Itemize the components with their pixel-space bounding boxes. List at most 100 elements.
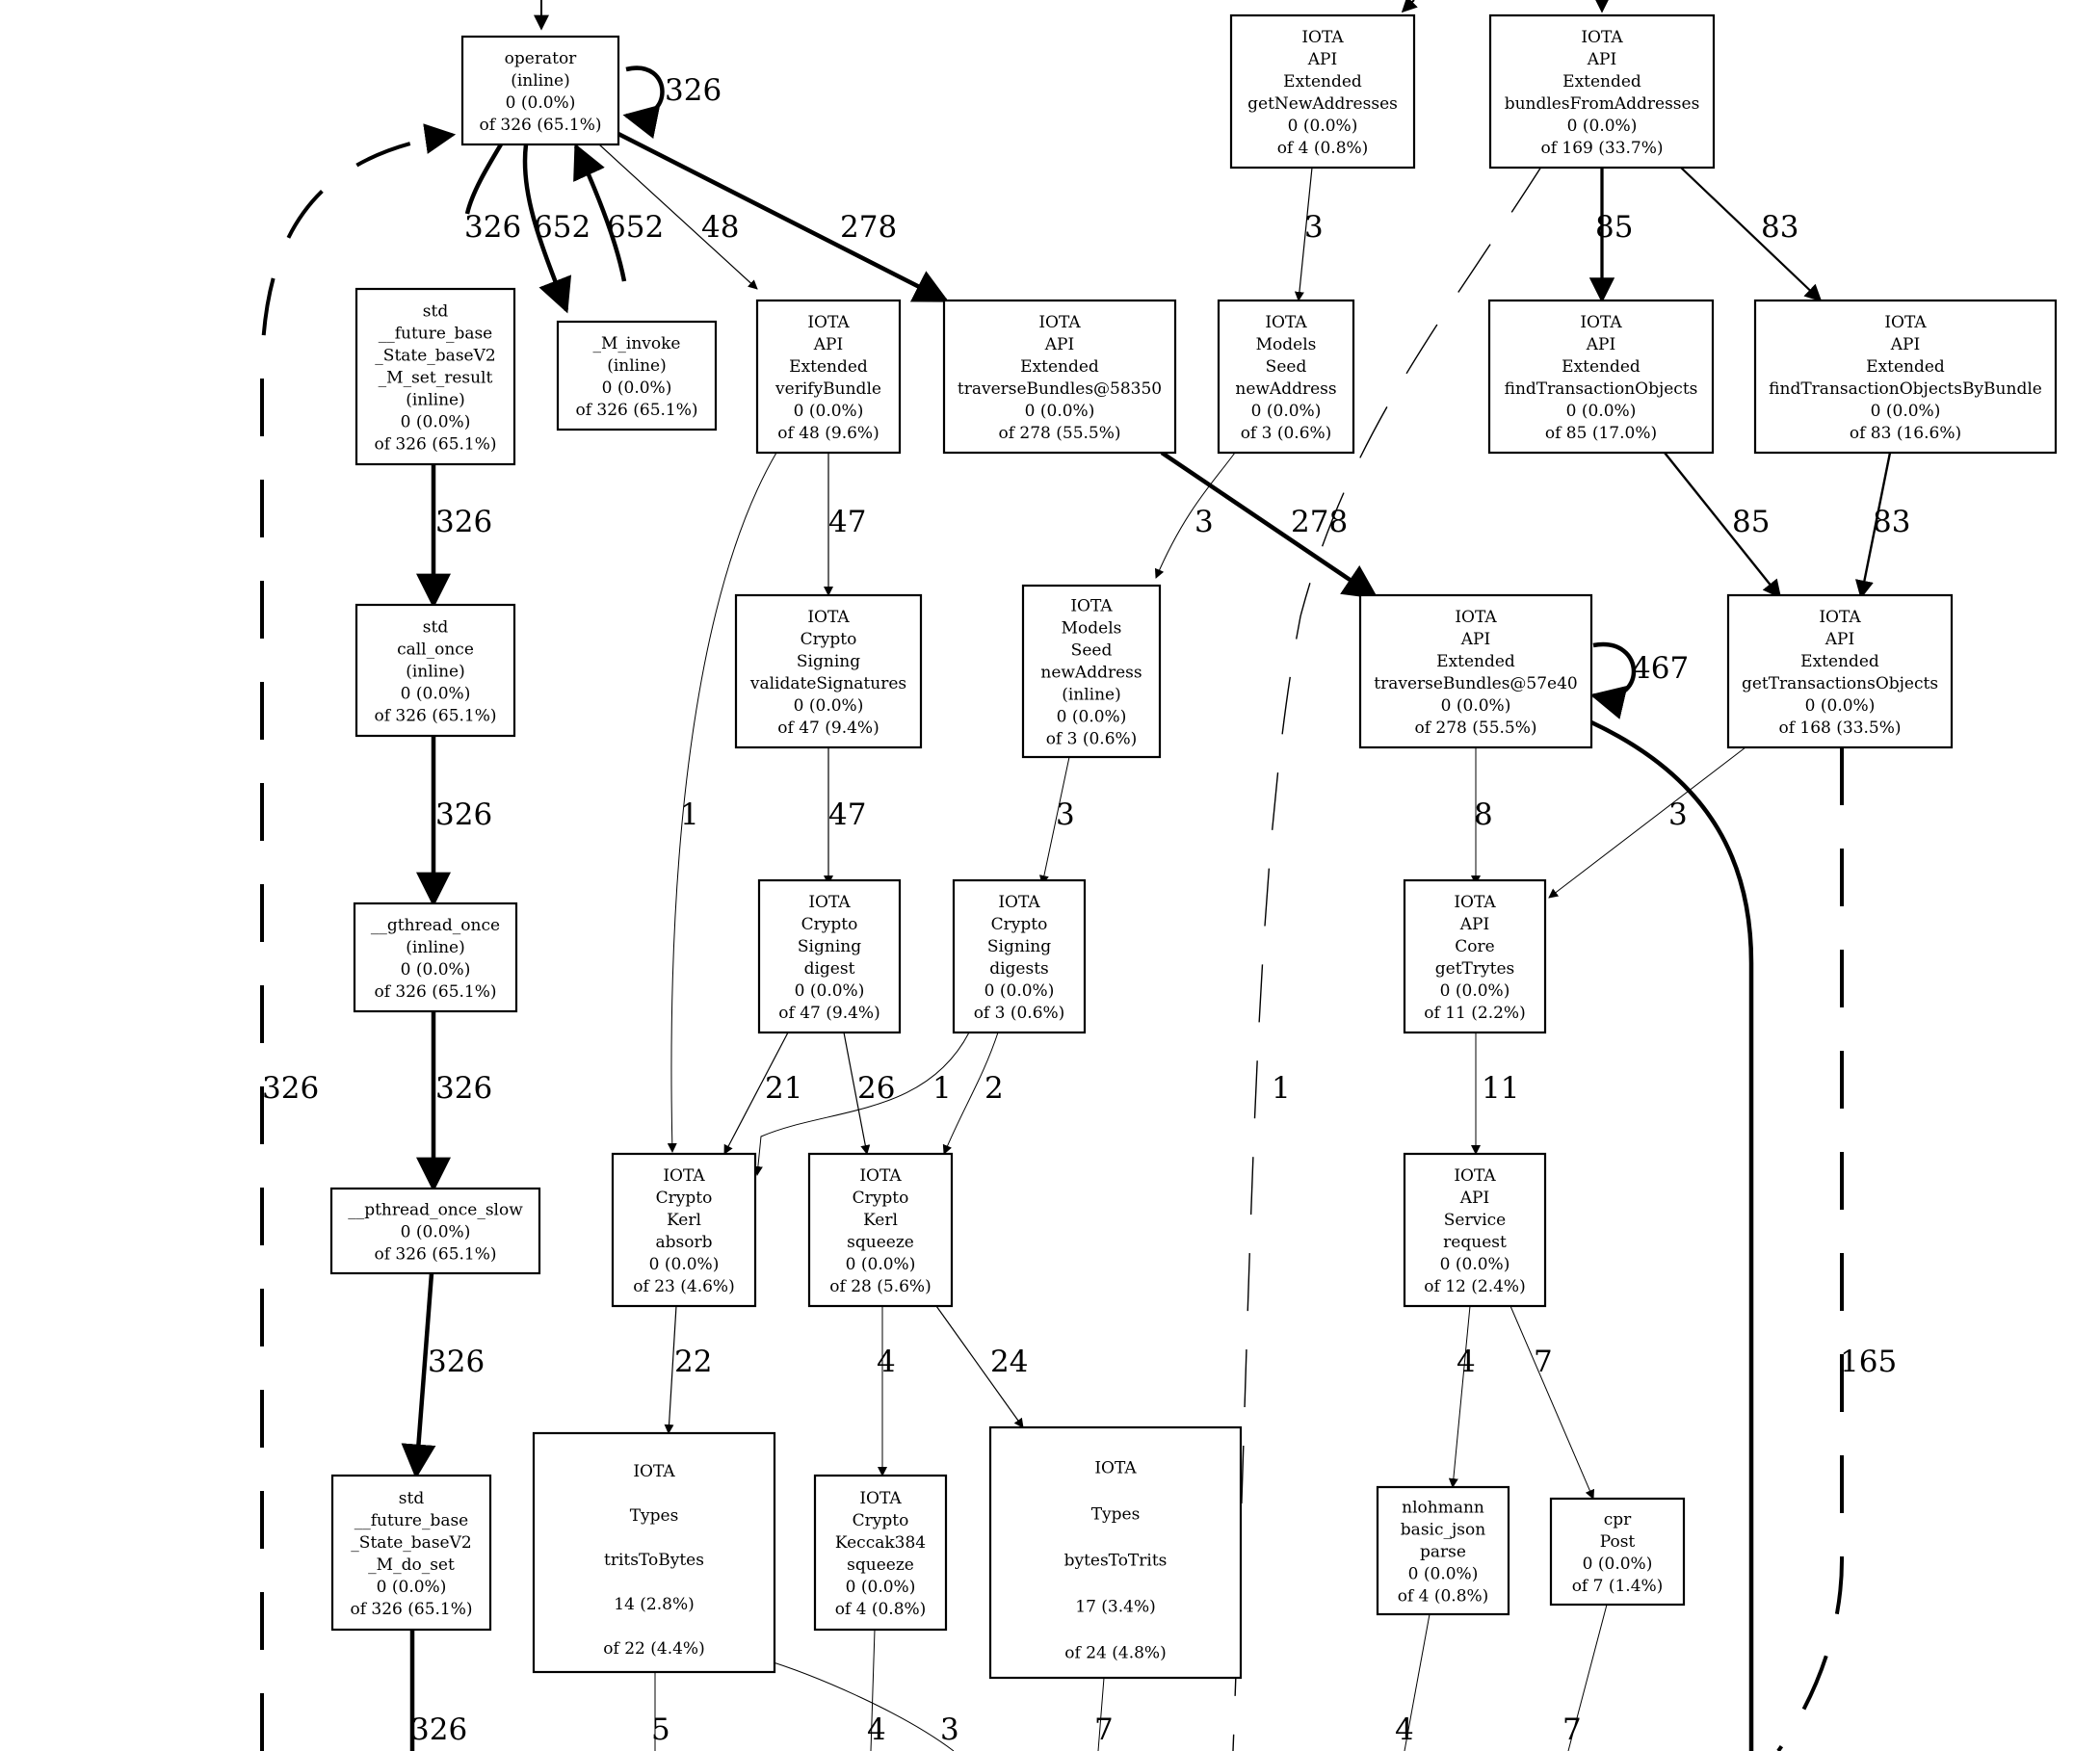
edge-digest-absorb — [723, 1032, 789, 1155]
node-box — [354, 603, 516, 738]
edge-label-squeeze-bytes: 24 — [990, 1345, 1028, 1379]
node-label-line: of 326 (65.1%) — [374, 982, 496, 1002]
node-label-line: API — [1460, 630, 1490, 649]
node-box — [353, 902, 518, 1013]
edge-cross-out — [760, 1658, 955, 1751]
edge-label-digests-absorb: 1 — [932, 1071, 952, 1106]
edge-seed-seedinline — [1154, 452, 1236, 579]
node-label-line: of 11 (2.2%) — [1424, 1004, 1525, 1023]
edge-label-verify-absorb: 1 — [680, 797, 699, 832]
edge-label-json-out: 4 — [1395, 1712, 1414, 1747]
edge-label-request-cpr: 7 — [1534, 1345, 1553, 1379]
node-label-line: IOTA — [1070, 596, 1113, 615]
node-label-line: IOTA — [1454, 893, 1496, 912]
node-label-line: std — [423, 301, 449, 321]
node-box — [1403, 1152, 1547, 1308]
edge-label-op-setresult: 326 — [464, 210, 521, 245]
edge-label-digest-absorb: 21 — [765, 1071, 802, 1106]
node-label-line: 0 (0.0%) — [1440, 1255, 1510, 1274]
node-label-line: 0 (0.0%) — [401, 412, 471, 431]
edge-label-find-gto: 85 — [1732, 505, 1770, 539]
node-label-line: squeeze — [847, 1233, 914, 1252]
node-gthreadOnce: __gthread_once(inline)0 (0.0%)of 326 (65… — [353, 902, 518, 1013]
node-label-line: _M_set_result — [379, 368, 493, 387]
node-label-line: 0 (0.0%) — [377, 1578, 447, 1597]
edge-dashed-middle — [1232, 163, 1544, 1751]
edge-op-setresult — [464, 143, 503, 215]
node-label-line: API — [1586, 335, 1615, 354]
edge-label-cpr-out: 7 — [1562, 1712, 1582, 1747]
node-box — [734, 593, 923, 749]
node-label-line: of 326 (65.1%) — [374, 706, 496, 725]
node-box — [460, 35, 620, 146]
node-label-line: IOTA — [1455, 608, 1497, 627]
node-label-line: API — [1890, 335, 1920, 354]
node-box — [757, 878, 902, 1034]
node-label-line: of 3 (0.6%) — [974, 1004, 1065, 1023]
edge-request-json — [1448, 1305, 1471, 1488]
edge-bytes-out — [1097, 1677, 1105, 1751]
node-label-line: (inline) — [406, 390, 465, 409]
node-label-line: of 7 (1.4%) — [1572, 1577, 1664, 1596]
node-label-line: 0 (0.0%) — [984, 981, 1055, 1001]
edge-gto-dashed — [1776, 747, 1844, 1751]
node-label-line: request — [1443, 1233, 1507, 1252]
node-box — [1217, 299, 1355, 455]
edge-pthread-doset — [401, 1272, 436, 1479]
node-label-line: validateSignatures — [749, 674, 906, 693]
node-label-line: IOTA — [1265, 313, 1307, 332]
node-label-line: digest — [804, 959, 855, 979]
node-label-line: of 22 (4.4%) — [603, 1639, 704, 1659]
node-box — [354, 287, 516, 466]
node-label-line: findTransactionObjects — [1505, 379, 1698, 399]
node-label-line: of 85 (17.0%) — [1545, 424, 1657, 443]
node-label-line: nlohmann — [1402, 1498, 1484, 1517]
edge-label-dashed-right: 165 — [1840, 1345, 1897, 1379]
node-label-line: IOTA — [633, 1462, 675, 1481]
node-label-line: IOTA — [859, 1489, 902, 1508]
node-label-line: 0 (0.0%) — [1440, 981, 1510, 1001]
node-findByBundle: IOTAAPIExtendedfindTransactionObjectsByB… — [1753, 299, 2058, 455]
node-label-line: getTransactionsObjects — [1742, 674, 1938, 693]
node-label-line: Kerl — [667, 1211, 701, 1230]
edge-label-self-operator: 326 — [665, 73, 722, 108]
node-label-line: findTransactionObjectsByBundle — [1769, 379, 2042, 399]
edge-label-bfa-findbb: 83 — [1761, 210, 1798, 245]
edge-label-op-verify: 48 — [701, 210, 739, 245]
node-label-line: Types — [1091, 1504, 1141, 1524]
node-label-line: 0 (0.0%) — [1805, 696, 1876, 716]
edge-label-seed-seedinline: 3 — [1194, 505, 1214, 539]
node-label-line: 0 (0.0%) — [1408, 1564, 1479, 1583]
edge-op-verify — [598, 144, 758, 290]
edge-absorb-trits — [664, 1305, 677, 1434]
node-label-line: Extended — [1283, 72, 1362, 91]
node-box — [1021, 584, 1162, 759]
edge-label-cross-out: 3 — [940, 1712, 959, 1747]
node-box — [1358, 593, 1593, 749]
edge-label-digest-squeeze: 26 — [857, 1071, 895, 1106]
node-label-line: Seed — [1071, 640, 1113, 660]
node-label-line: Post — [1600, 1532, 1636, 1552]
edge-digests-absorb — [752, 1032, 970, 1176]
node-label-line: Crypto — [853, 1189, 909, 1208]
node-label-line: of 326 (65.1%) — [350, 1600, 472, 1619]
node-label-line: IOTA — [1454, 1166, 1496, 1186]
node-label-line: (inline) — [406, 662, 465, 681]
node-label-line: of 24 (4.8%) — [1064, 1643, 1166, 1662]
edge-digests-squeeze — [942, 1032, 999, 1155]
node-label-line: digests — [989, 959, 1049, 979]
node-label-line: Core — [1455, 937, 1494, 956]
node-label-line: (inline) — [406, 938, 465, 957]
node-label-line: Seed — [1266, 357, 1307, 377]
node-label-line: of 326 (65.1%) — [374, 1244, 496, 1264]
node-label-line: 0 (0.0%) — [1567, 117, 1638, 136]
